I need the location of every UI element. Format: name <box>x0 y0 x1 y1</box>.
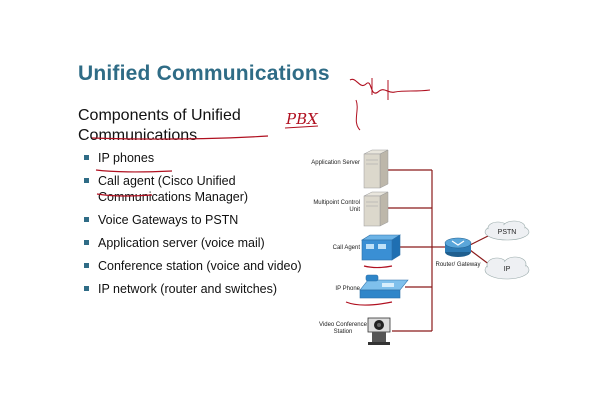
slide-title: Unified Communications <box>78 62 330 85</box>
bullet-text: IP network (router and switches) <box>98 282 278 296</box>
label-call-agent: Call Agent <box>332 245 360 251</box>
server-icon <box>363 149 389 189</box>
bullet-marker <box>84 217 89 222</box>
bullet-item: IP phones <box>84 150 314 166</box>
bullet-item: Application server (voice mail) <box>84 235 314 251</box>
ip-cloud-icon <box>484 256 530 280</box>
link-line <box>469 234 491 246</box>
label-pstn: PSTN <box>497 229 517 236</box>
bullet-list: IP phones Call agent (Cisco Unified Comm… <box>84 150 314 304</box>
label-router-gateway: Router/ Gateway <box>435 262 481 268</box>
label-ip-phone: IP Phone <box>335 286 360 292</box>
ip-phone-icon <box>359 274 409 299</box>
bullet-text: Voice Gateways to PSTN <box>98 213 239 227</box>
bullet-text: Application server (voice mail) <box>98 236 265 250</box>
router-icon <box>444 237 472 257</box>
bullet-item: Conference station (voice and video) <box>84 258 314 274</box>
label-application-server: Application Server <box>311 160 360 166</box>
bullet-marker <box>84 155 89 160</box>
bullet-marker <box>84 240 89 245</box>
video-conference-icon <box>367 317 391 345</box>
pstn-cloud-icon <box>484 220 530 241</box>
link-line <box>469 249 491 266</box>
label-video-conference: Video Conference Station <box>319 322 367 335</box>
label-mcu: Multipoint Control Unit <box>313 200 360 213</box>
label-ip: IP <box>503 266 511 273</box>
call-agent-icon <box>360 234 402 261</box>
mcu-icon <box>363 191 389 227</box>
bullet-text: IP phones <box>98 151 155 165</box>
bullet-item: Voice Gateways to PSTN <box>84 212 314 228</box>
bullet-item: IP network (router and switches) <box>84 281 314 297</box>
bullet-text: Conference station (voice and video) <box>98 259 302 273</box>
bullet-marker <box>84 286 89 291</box>
bullet-marker <box>84 263 89 268</box>
bullet-marker <box>84 178 89 183</box>
